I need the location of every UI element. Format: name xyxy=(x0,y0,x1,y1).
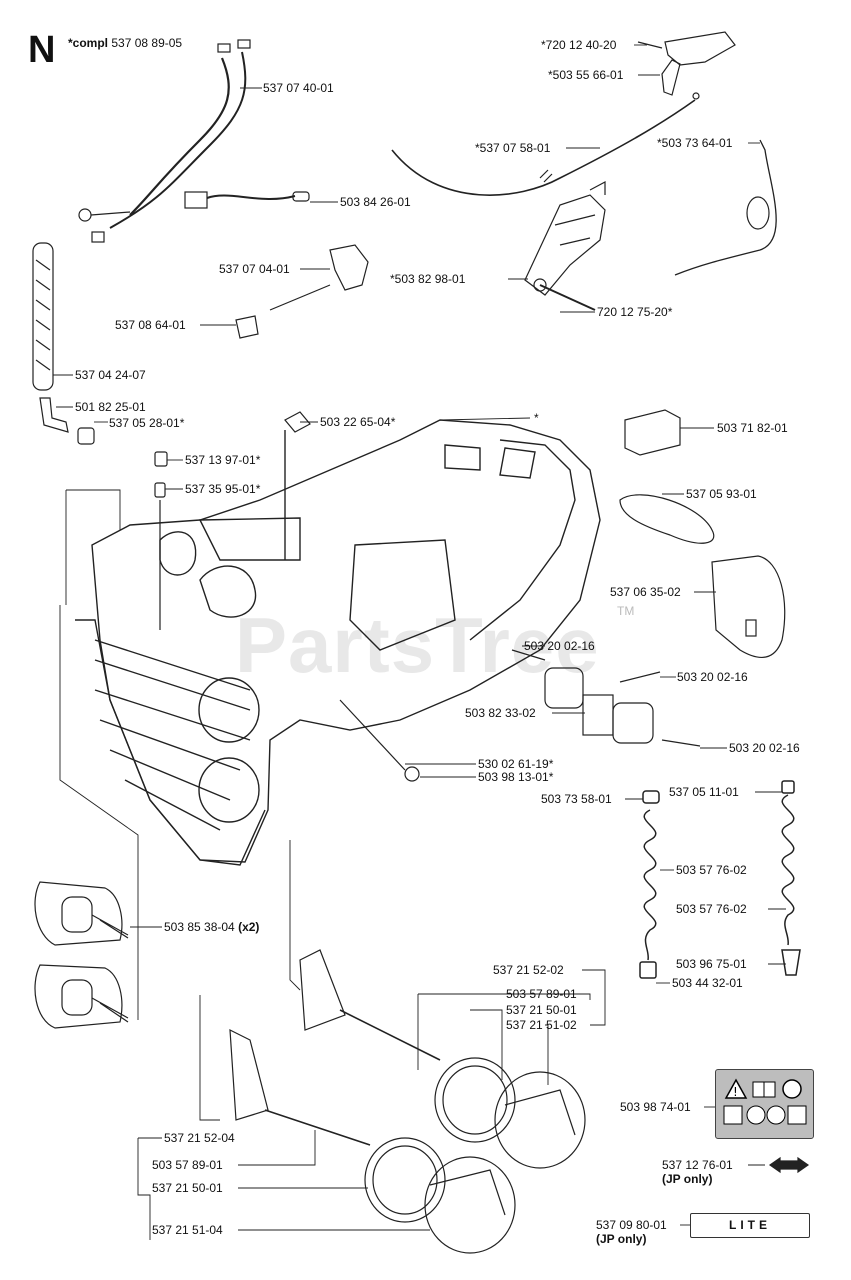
part-label: *503 55 66-01 xyxy=(548,68,624,82)
section-letter: N xyxy=(28,29,56,71)
filter-elements xyxy=(34,881,129,1029)
part-label: * xyxy=(534,411,539,425)
choke-assembly-upper xyxy=(299,949,586,1169)
part-label: 503 57 76-02 xyxy=(676,863,747,877)
part-label: 537 21 51-02 xyxy=(506,1018,577,1032)
part-label: 503 96 75-01 xyxy=(676,957,747,971)
part-label: 537 05 11-01 xyxy=(669,785,739,799)
part-label: 537 21 52-04 xyxy=(164,1131,235,1145)
short-wire xyxy=(184,191,310,209)
part-label: *537 07 58-01 xyxy=(475,141,551,155)
damper-springs xyxy=(639,780,801,979)
part-label: 503 98 74-01 xyxy=(620,1100,691,1114)
part-label: 503 73 58-01 xyxy=(541,792,612,806)
lite-plate: LITE xyxy=(690,1213,810,1238)
part-label: 537 21 50-01 xyxy=(152,1181,223,1195)
right-components xyxy=(619,409,786,658)
switch-decal xyxy=(768,1156,810,1174)
lite-plate-text: LITE xyxy=(729,1218,771,1232)
part-label: 537 21 51-04 xyxy=(152,1223,223,1237)
part-label: 537 21 50-01 xyxy=(506,1003,577,1017)
trademark: TM xyxy=(617,604,635,618)
part-label: 503 84 26-01 xyxy=(340,195,411,209)
part-label: *503 73 64-01 xyxy=(657,136,733,150)
lockout-lever xyxy=(524,194,606,311)
compl-part: 537 08 89-05 xyxy=(111,36,183,50)
part-label: 537 05 93-01 xyxy=(686,487,757,501)
warning-decal: ! xyxy=(715,1069,814,1139)
part-label: 503 57 76-02 xyxy=(676,902,747,916)
part-label: 503 85 38-04 (x2) xyxy=(164,920,259,934)
fuel-hose xyxy=(32,242,54,391)
part-label: 530 02 61-19* xyxy=(478,757,554,771)
part-label: 537 07 04-01 xyxy=(219,262,290,276)
part-label: 503 20 02-16 xyxy=(729,741,800,755)
part-label: 503 71 82-01 xyxy=(717,421,788,435)
part-label: 503 44 32-01 xyxy=(672,976,743,990)
part-label: 537 08 64-01 xyxy=(115,318,186,332)
part-label: 503 20 02-16 xyxy=(677,670,748,684)
wire-spring xyxy=(674,139,777,276)
elbow-fitting xyxy=(39,397,95,445)
compl-prefix: *compl xyxy=(68,36,109,50)
part-label: 537 09 80-01 xyxy=(596,1218,667,1232)
wire-harness xyxy=(78,39,251,243)
part-note: (JP only) xyxy=(596,1232,647,1246)
part-number: 503 85 38-04 xyxy=(164,920,235,934)
part-label: 537 21 52-02 xyxy=(493,963,564,977)
part-note: (JP only) xyxy=(662,1172,713,1186)
part-label: 503 57 89-01 xyxy=(152,1158,223,1172)
part-label: 537 13 97-01* xyxy=(185,453,261,467)
warning-symbols-icon: ! xyxy=(723,1078,807,1125)
part-label: *720 12 40-20 xyxy=(541,38,617,52)
part-label: 537 07 40-01 xyxy=(263,81,334,95)
choke-assembly-lower xyxy=(229,1028,516,1254)
part-label: 537 04 24-07 xyxy=(75,368,146,382)
part-label: 503 20 02-16 xyxy=(524,639,595,653)
throttle-cable xyxy=(391,92,700,196)
part-label: *503 82 98-01 xyxy=(390,272,466,286)
exploded-guides xyxy=(59,489,301,1121)
screws-top xyxy=(154,411,311,630)
leader-lines xyxy=(53,44,786,1240)
main-housing xyxy=(75,419,601,866)
part-label: 501 82 25-01 xyxy=(75,400,146,414)
svg-text:!: ! xyxy=(733,1085,738,1099)
clamp-assembly xyxy=(511,649,701,747)
knob-screw xyxy=(339,699,420,782)
switch-bracket xyxy=(235,244,369,339)
throttle-trigger xyxy=(637,31,736,96)
part-label: 503 57 89-01 xyxy=(506,987,577,1001)
part-label: 537 12 76-01 xyxy=(662,1158,733,1172)
part-label: 503 82 33-02 xyxy=(465,706,536,720)
part-label: 503 22 65-04* xyxy=(320,415,396,429)
part-label: 537 06 35-02 xyxy=(610,585,681,599)
part-quantity: (x2) xyxy=(238,920,260,934)
part-label: 537 35 95-01* xyxy=(185,482,261,496)
part-label: 720 12 75-20* xyxy=(597,305,673,319)
compl-label: *compl 537 08 89-05 xyxy=(68,36,182,50)
part-label: 537 05 28-01* xyxy=(109,416,185,430)
part-label: 503 98 13-01* xyxy=(478,770,554,784)
